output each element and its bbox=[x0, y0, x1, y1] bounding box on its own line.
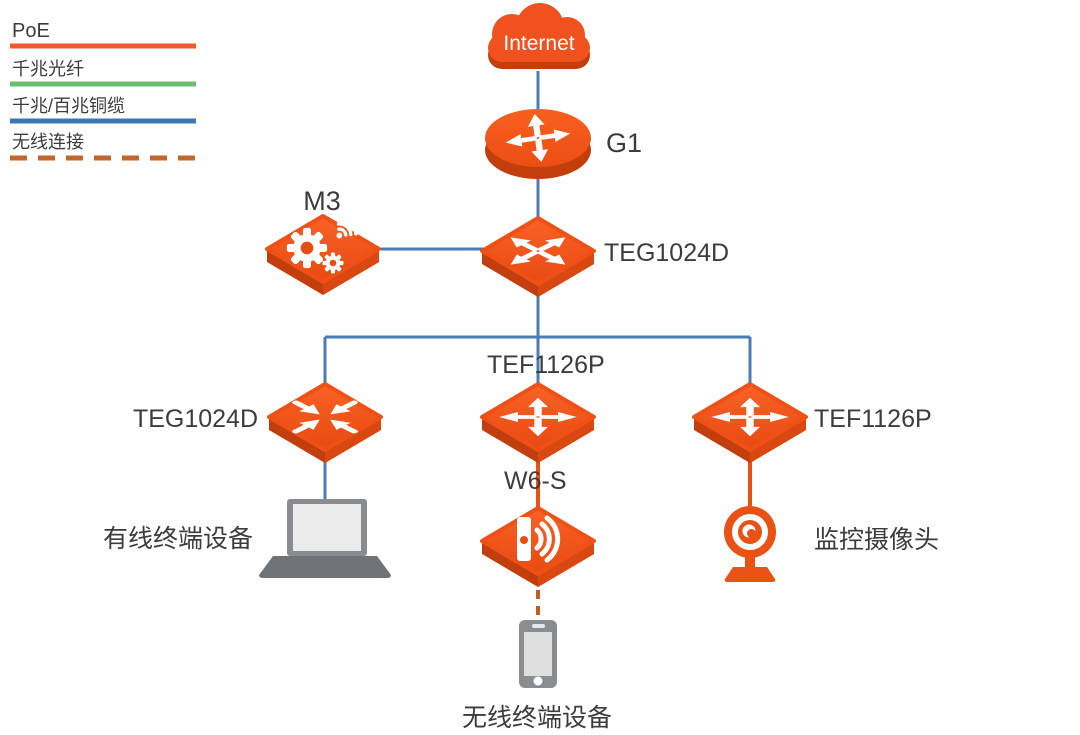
right-switch-node bbox=[692, 382, 808, 465]
phone-speaker bbox=[532, 624, 545, 628]
camera-lens-highlight bbox=[747, 529, 756, 538]
camera-label: 监控摄像头 bbox=[814, 526, 939, 554]
right-switch-label: TEF1126P bbox=[814, 405, 932, 433]
laptop-screen bbox=[293, 504, 361, 551]
laptop bbox=[259, 499, 391, 578]
legend-item-wireless: 无线连接 bbox=[10, 132, 196, 161]
core-switch-body bbox=[480, 216, 596, 299]
legend-label-poe: PoE bbox=[12, 20, 50, 42]
router-label: G1 bbox=[606, 128, 642, 158]
internet-cloud: Internet bbox=[488, 3, 590, 69]
left-switch-body bbox=[267, 382, 383, 465]
legend-item-copper: 千兆/百兆铜缆 bbox=[10, 96, 196, 124]
laptop-label: 有线终端设备 bbox=[103, 525, 253, 553]
ap-label: W6-S bbox=[504, 467, 567, 495]
phone-screen bbox=[524, 632, 552, 676]
legend: PoE 千兆光纤 千兆/百兆铜缆 无线连接 bbox=[10, 20, 196, 161]
controller-node bbox=[265, 213, 381, 297]
mid-switch-label: TEF1126P bbox=[487, 351, 605, 379]
mid-switch-node bbox=[480, 382, 596, 465]
legend-label-wireless: 无线连接 bbox=[12, 132, 84, 152]
gear-icon bbox=[286, 227, 328, 269]
phone bbox=[519, 620, 557, 688]
router-top bbox=[485, 109, 591, 167]
legend-label-fiber: 千兆光纤 bbox=[12, 59, 84, 79]
controller-label: M3 bbox=[303, 186, 341, 216]
internet-label: Internet bbox=[503, 32, 574, 55]
phone-home-button bbox=[533, 676, 543, 686]
legend-label-copper: 千兆/百兆铜缆 bbox=[12, 96, 125, 116]
laptop-base bbox=[259, 556, 391, 578]
camera-neck bbox=[745, 550, 755, 570]
camera-base bbox=[724, 567, 776, 582]
small-gear-icon bbox=[322, 252, 344, 274]
left-switch-label: TEG1024D bbox=[133, 405, 258, 433]
connections bbox=[323, 71, 752, 620]
core-switch-label: TEG1024D bbox=[604, 239, 729, 267]
left-switch-node bbox=[267, 382, 384, 465]
router-node bbox=[485, 109, 591, 179]
cloud-body bbox=[488, 3, 590, 62]
phone-label: 无线终端设备 bbox=[462, 704, 612, 732]
core-switch-node bbox=[480, 216, 596, 299]
legend-item-poe: PoE bbox=[10, 20, 196, 49]
controller-body bbox=[265, 214, 381, 297]
camera bbox=[724, 506, 776, 582]
camera-lens-ring bbox=[732, 514, 768, 550]
legend-item-fiber: 千兆光纤 bbox=[10, 59, 196, 87]
ap-node bbox=[480, 506, 596, 589]
